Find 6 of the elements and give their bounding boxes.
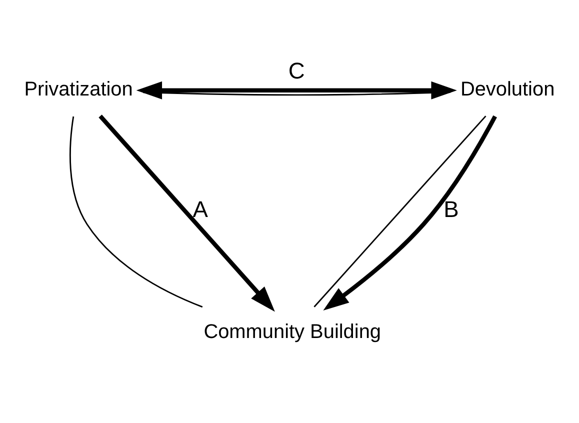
edge-label: C xyxy=(288,58,305,84)
node-text: Community Building xyxy=(204,320,381,343)
node-text: Devolution xyxy=(460,78,555,101)
node-text: Privatization xyxy=(24,78,133,101)
edge-label: B xyxy=(444,196,459,222)
edge-label: A xyxy=(192,196,208,222)
